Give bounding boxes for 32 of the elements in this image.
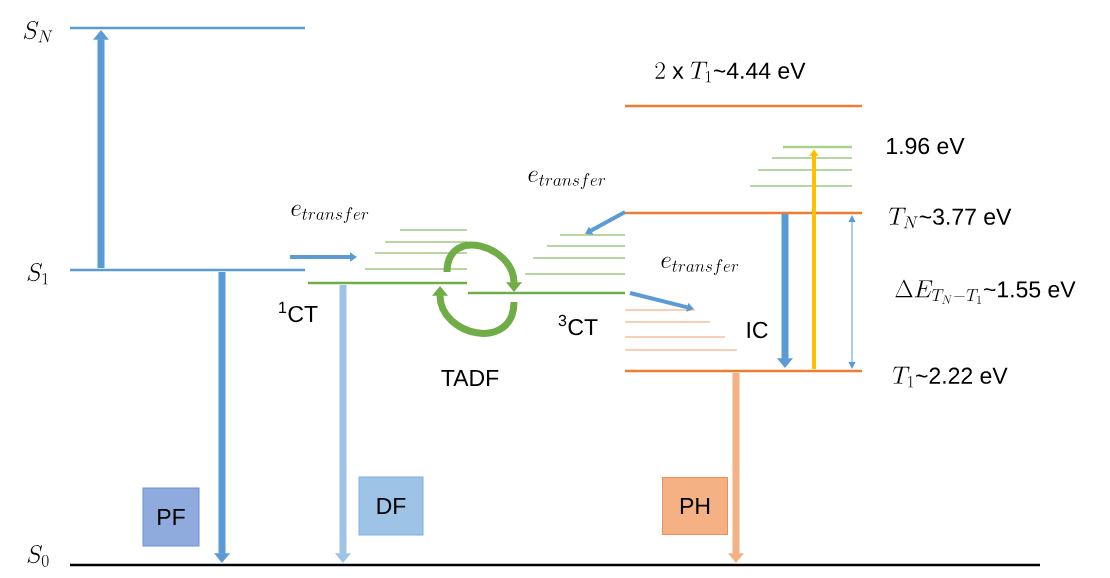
label-box: DF — [358, 476, 424, 536]
energy-level: $^{3}$CT — [468, 291, 625, 336]
node-label: 1.96 eV — [887, 137, 965, 155]
vibrational-levels-drawing — [624, 309, 738, 351]
arrow — [431, 286, 518, 337]
energy-level: $2\text{ x }T_{1}\text{\textasciitilde 4.44 eV}$ — [625, 61, 862, 108]
edge-label: TADF — [439, 369, 501, 387]
edge-label: IC — [744, 320, 770, 340]
label-box: PH — [662, 477, 728, 535]
arrow — [629, 291, 694, 312]
arrow — [443, 241, 523, 292]
energy-level: 1.96 eV — [783, 137, 965, 155]
energy-level: $T_{1}\text{\textasciitilde 2.22 eV}$ — [625, 366, 1008, 388]
arrow — [848, 215, 856, 369]
node-label: $^{3}$CT — [558, 314, 598, 336]
node-label: $S_{N}$ — [23, 21, 53, 43]
node-label: $^{1}$CT — [279, 301, 318, 323]
energy-level: $S_{N}$ — [23, 21, 305, 43]
edge-label: $\Delta E_{T_{N}-T_{1}}\text{\textasciitilde 1.55 eV}$ — [893, 279, 1077, 305]
vibrational-levels-drawing — [524, 234, 626, 275]
edge-label: $e_{transfer}$ — [289, 204, 371, 224]
node-label: $S_{1}$ — [27, 263, 48, 285]
energy-level: $S_{0}$ — [27, 545, 1040, 567]
edge-label: $e_{transfer}$ — [659, 256, 741, 276]
label-box: PF — [142, 487, 200, 547]
energy-level: $T_{N}\text{\textasciitilde 3.77 eV}$ — [625, 207, 1012, 229]
node-label: $2\text{ x }T_{1}\text{\textasciitilde 4.44 eV}$ — [655, 61, 806, 83]
node-label: $S_{0}$ — [27, 545, 49, 567]
node-label: $T_{N}\text{\textasciitilde 3.77 eV}$ — [889, 207, 1012, 229]
edge-label: $e_{transfer}$ — [526, 170, 608, 190]
arrow — [585, 210, 626, 235]
node-label: $T_{1}\text{\textasciitilde 2.22 eV}$ — [892, 366, 1008, 388]
